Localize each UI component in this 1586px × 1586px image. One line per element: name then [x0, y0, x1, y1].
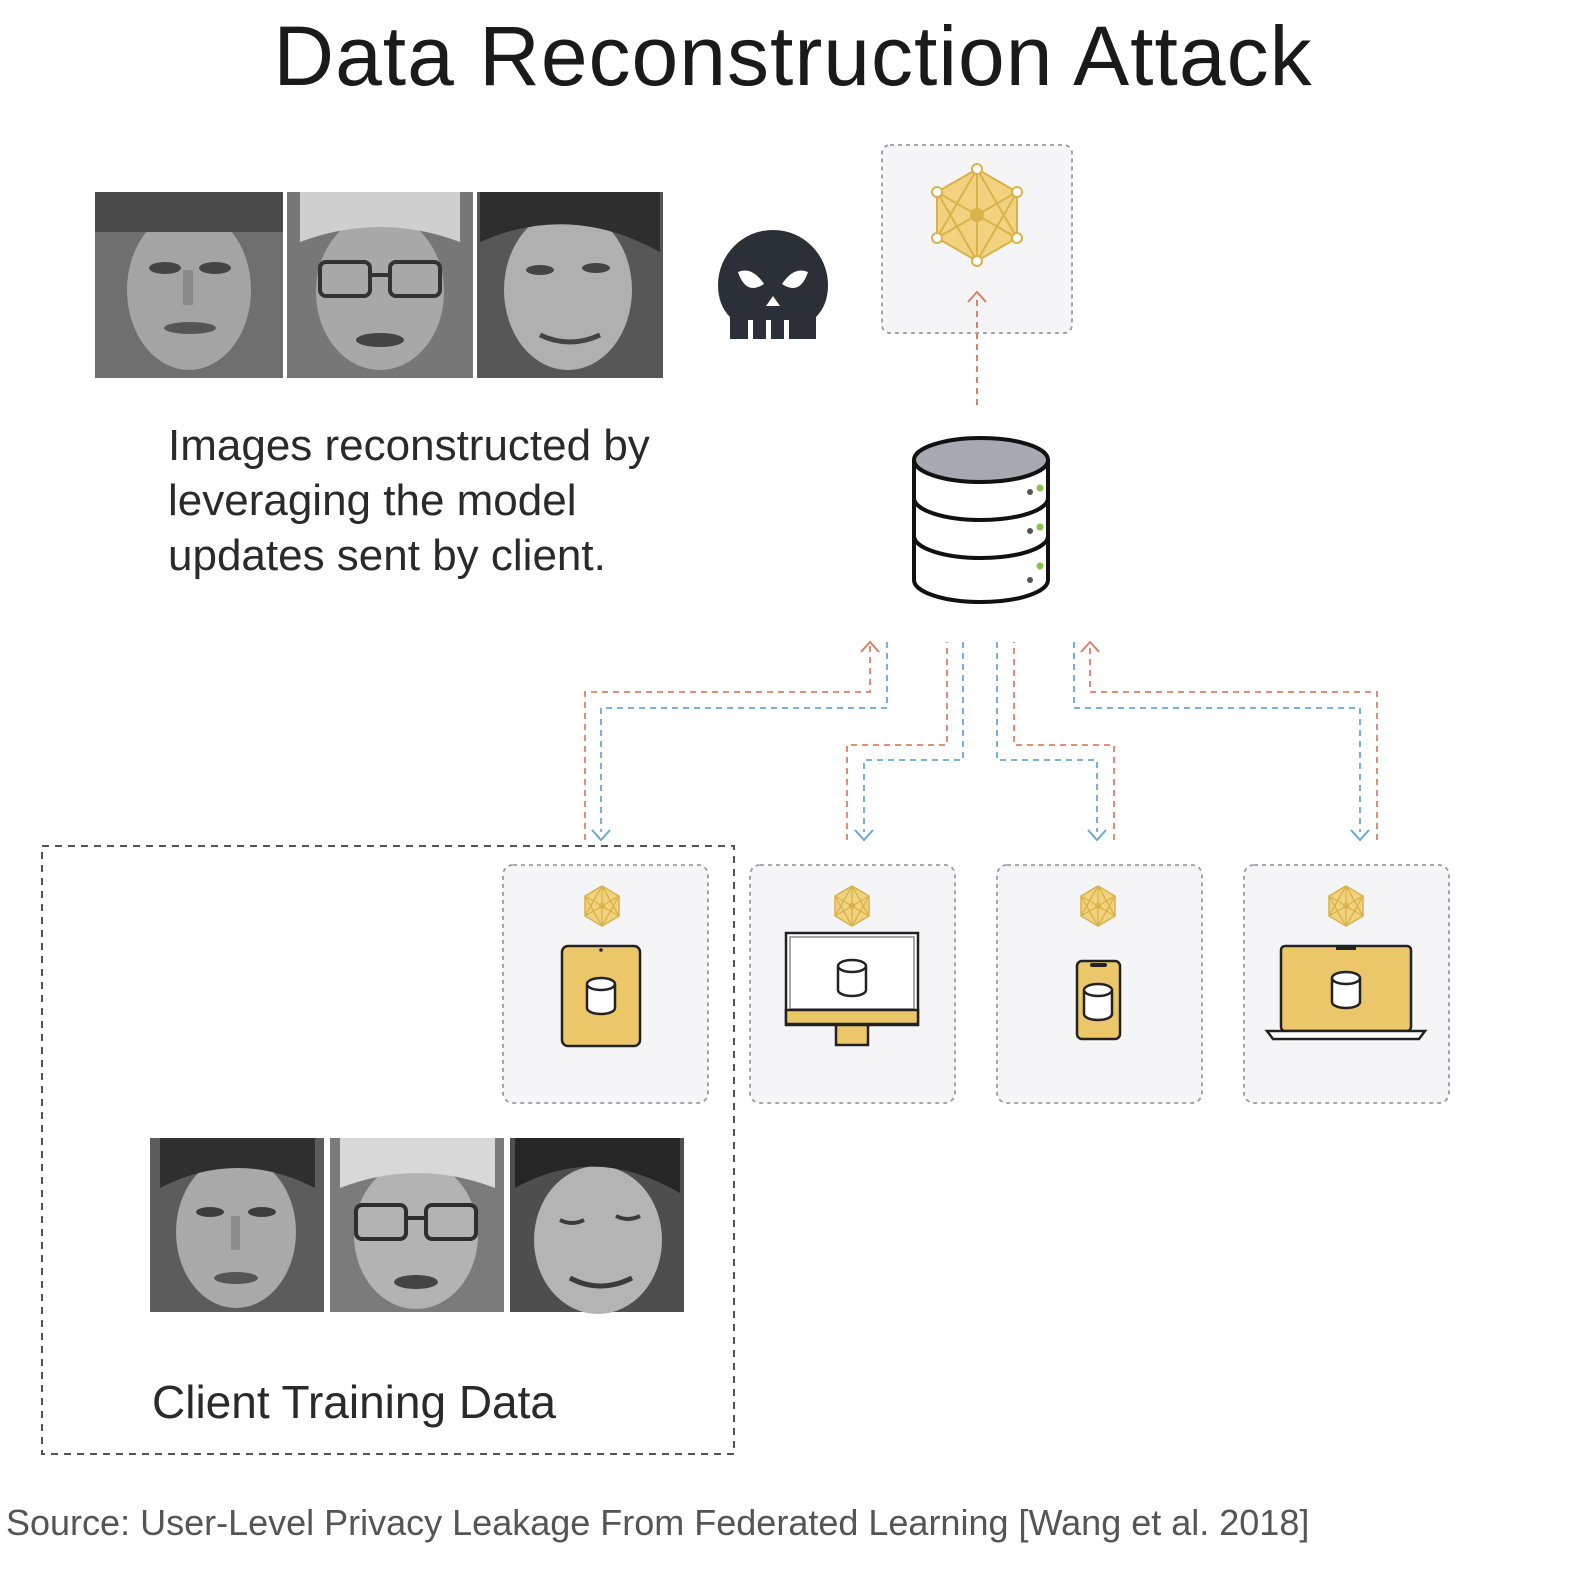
- client-face-image: [510, 1138, 684, 1314]
- reconstructed-face-image: [477, 192, 663, 378]
- download-line: [1073, 642, 1361, 832]
- download-line: [600, 642, 888, 832]
- client-box-laptop: [1243, 864, 1450, 1104]
- reconstruction-description: Images reconstructed by leveraging the m…: [168, 421, 650, 580]
- upload-line: [1089, 646, 1378, 840]
- database-icon: [585, 976, 617, 1016]
- upload-line: [584, 642, 871, 840]
- client-face-image: [330, 1138, 504, 1312]
- client-box-tablet: [502, 864, 709, 1104]
- source-citation: Source: User-Level Privacy Leakage From …: [6, 1502, 1310, 1543]
- upload-arrow: [967, 290, 987, 405]
- reconstructed-face-image: [287, 192, 473, 378]
- arrow-heads: [591, 640, 1370, 842]
- client-training-faces: [150, 1138, 684, 1314]
- connection-lines: [584, 642, 1378, 840]
- upload-line: [1013, 642, 1115, 840]
- reconstructed-faces: [95, 192, 663, 378]
- page-title: Data Reconstruction Attack: [273, 9, 1313, 103]
- database-icon: [836, 958, 868, 998]
- neural-network-icon: [931, 163, 1023, 267]
- upload-line: [846, 642, 948, 840]
- client-training-label: Client Training Data: [152, 1376, 556, 1428]
- client-box-phone: [996, 864, 1203, 1104]
- database-icon: [1330, 970, 1362, 1010]
- reconstructed-face-image: [95, 192, 283, 378]
- database-server-icon: [912, 436, 1050, 604]
- client-face-image: [150, 1138, 324, 1312]
- global-model-box: [881, 144, 1073, 334]
- skull-icon: [718, 230, 828, 340]
- download-line: [996, 642, 1098, 832]
- database-icon: [1082, 982, 1114, 1022]
- download-line: [863, 642, 964, 832]
- client-box-desktop: [749, 864, 956, 1104]
